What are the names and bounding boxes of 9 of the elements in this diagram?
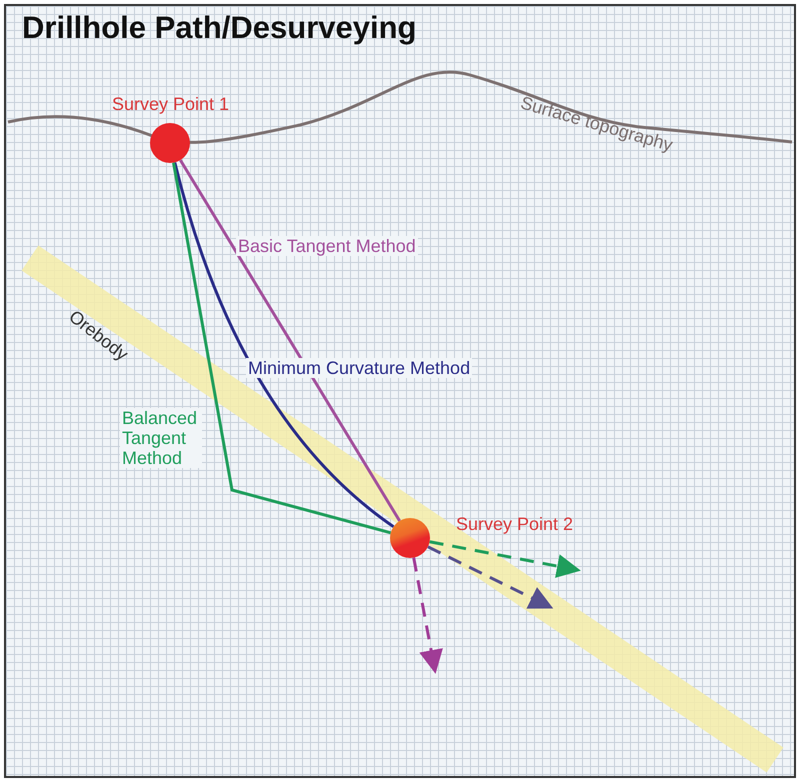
edge-label: Minimum Curvature Method [246,358,472,378]
edge-label: Basic Tangent Method [236,236,418,256]
survey-point-label: Survey Point 2 [456,514,574,534]
diagram-title: Drillhole Path/Desurveying [22,10,416,46]
survey-point-label: Survey Point 1 [112,94,230,114]
dashed-arrow [427,545,554,609]
edge-label: Balanced Tangent Method [120,408,202,468]
dashed-arrow [429,540,581,578]
dashed-arrow [412,557,443,674]
